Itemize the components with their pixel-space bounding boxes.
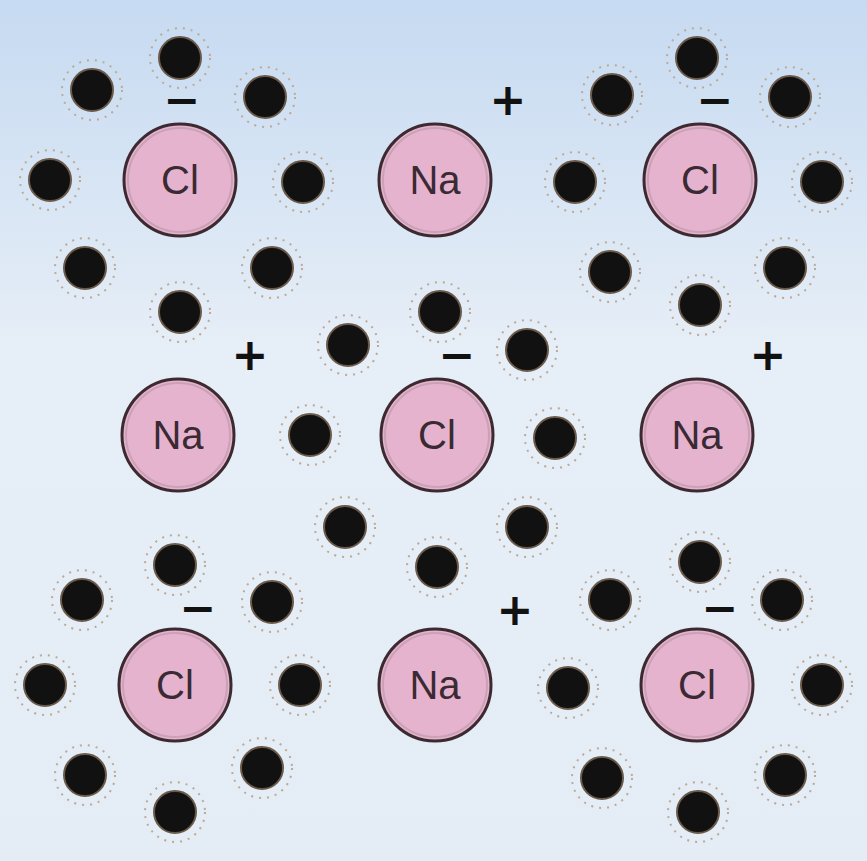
ion-circle: Na (377, 122, 493, 238)
ion-circle: Na (377, 627, 493, 743)
ion-circle: Na (639, 377, 755, 493)
charge-sign: + (750, 333, 787, 377)
charge-sign: − (439, 333, 476, 377)
charge-sign: − (164, 78, 201, 122)
charge-sign: − (697, 78, 734, 122)
ion-symbol: Na (409, 663, 460, 708)
ion-circle: Cl (122, 122, 238, 238)
ion-circle: Cl (379, 377, 495, 493)
electron-dots (15, 28, 852, 842)
ion-symbol: Na (409, 158, 460, 203)
charge-sign: + (232, 333, 269, 377)
ion-symbol: Cl (161, 158, 199, 203)
charge-sign: − (702, 586, 739, 630)
ion-circle: Cl (639, 627, 755, 743)
ion-symbol: Cl (681, 158, 719, 203)
ion-symbol: Na (671, 413, 722, 458)
charge-sign: + (490, 78, 527, 122)
ion-circle: Na (120, 377, 236, 493)
ion-circle: Cl (642, 122, 758, 238)
ion-symbol: Cl (156, 663, 194, 708)
charge-sign: − (180, 586, 217, 630)
ion-circle: Cl (117, 627, 233, 743)
ion-symbol: Cl (418, 413, 456, 458)
charge-sign: + (497, 588, 534, 632)
ion-symbol: Cl (678, 663, 716, 708)
ion-symbol: Na (152, 413, 203, 458)
